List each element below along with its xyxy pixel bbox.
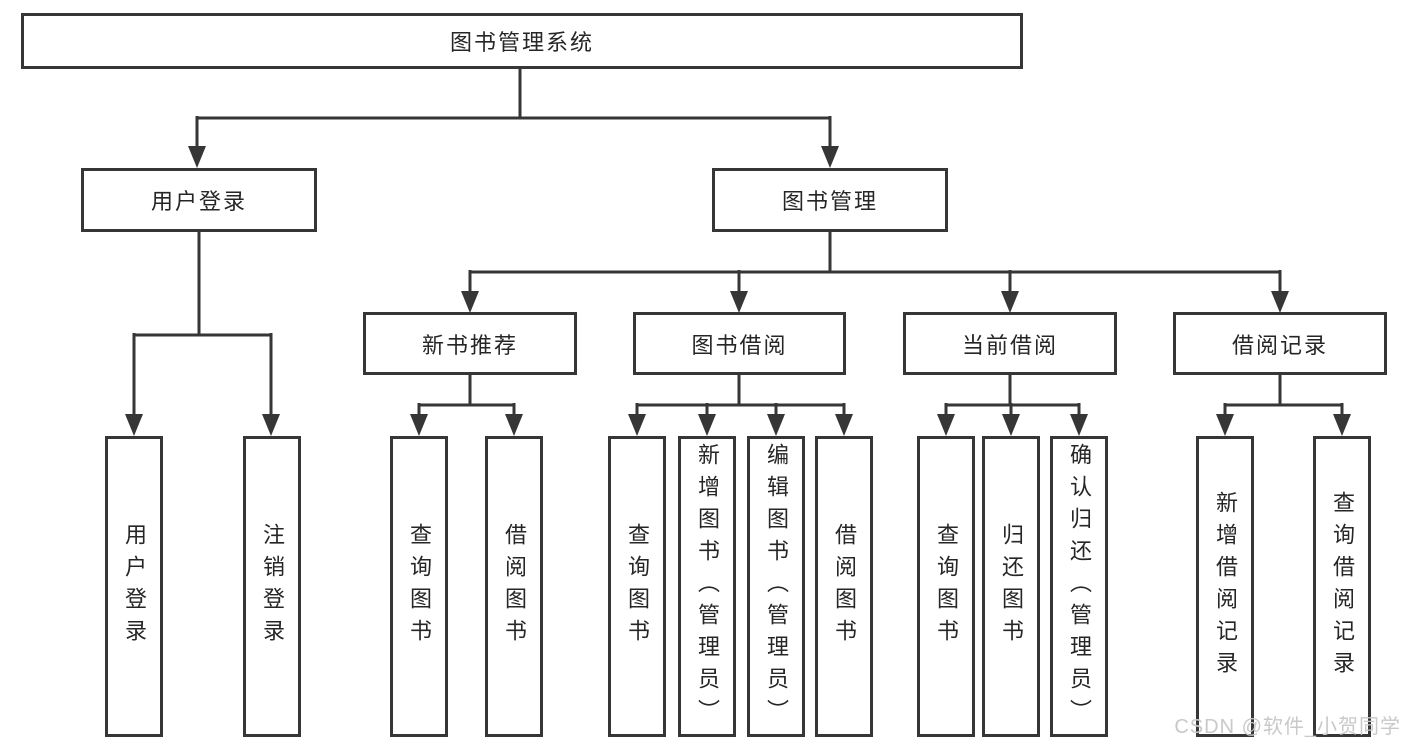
arrowhead: [698, 414, 716, 436]
leaf-add-borrow-record: 新增借阅记录: [1196, 436, 1254, 737]
node-label: 图书管理系统: [449, 30, 594, 55]
arrowhead: [461, 291, 479, 313]
leaf-borrow-books: 借阅图书: [815, 436, 873, 737]
leaf-logout: 注销登录: [243, 436, 301, 737]
arrowhead: [767, 414, 785, 436]
node-label: 用户登录: [150, 189, 247, 214]
arrowhead: [1271, 291, 1289, 313]
leaf-user-login: 用户登录: [105, 436, 163, 737]
node-label: 图书借阅: [691, 332, 788, 358]
node-label: 注销登录: [260, 522, 285, 651]
arrowhead: [937, 414, 955, 436]
arrowhead: [125, 414, 143, 436]
node-label: 归还图书: [999, 522, 1024, 651]
arrowhead: [628, 414, 646, 436]
node-label: 新增图书（管理员）: [695, 442, 720, 731]
leaf-current-query-books: 查询图书: [917, 436, 975, 737]
node-label: 用户登录: [122, 522, 147, 651]
arrowhead: [821, 146, 839, 168]
leaf-recommend-query-books: 查询图书: [390, 436, 448, 737]
arrowhead: [835, 414, 853, 436]
node-borrow-records: 借阅记录: [1173, 312, 1387, 375]
node-book-borrow: 图书借阅: [633, 312, 846, 375]
node-label: 查询图书: [625, 522, 650, 651]
arrowhead: [730, 291, 748, 313]
connector-current-children: [944, 375, 1081, 418]
csdn-watermark: CSDN @软件_小贺同学: [1174, 716, 1401, 738]
node-current-borrow: 当前借阅: [903, 312, 1117, 375]
connector-borrow-children: [635, 375, 846, 418]
leaf-edit-books-admin: 编辑图书（管理员）: [747, 436, 805, 737]
connector-arrowheads: [125, 146, 1351, 436]
node-label: 查询图书: [407, 522, 432, 651]
connector-user-login-children: [132, 232, 273, 418]
leaf-add-books-admin: 新增图书（管理员）: [678, 436, 736, 737]
node-label: 新书推荐: [421, 332, 518, 358]
node-label: 查询借阅记录: [1330, 490, 1355, 683]
connector-root-to-level2: [195, 69, 832, 150]
node-label: 当前借阅: [961, 332, 1058, 358]
arrowhead: [505, 414, 523, 436]
connector-records-children: [1223, 375, 1344, 418]
arrowhead: [1001, 291, 1019, 313]
leaf-borrow-query-books: 查询图书: [608, 436, 666, 737]
node-label: 新增借阅记录: [1213, 490, 1238, 683]
arrowhead: [1333, 414, 1351, 436]
leaf-recommend-borrow-books: 借阅图书: [485, 436, 543, 737]
node-label: 借阅记录: [1231, 332, 1328, 358]
leaf-confirm-return-admin: 确认归还（管理员）: [1050, 436, 1108, 737]
arrowhead: [188, 146, 206, 168]
arrowhead: [1216, 414, 1234, 436]
node-new-book-recommend: 新书推荐: [363, 312, 577, 375]
node-label: 借阅图书: [832, 522, 857, 651]
node-label: 借阅图书: [502, 522, 527, 651]
arrowhead: [262, 414, 280, 436]
node-label: 确认归还（管理员）: [1067, 442, 1092, 731]
leaf-query-borrow-record: 查询借阅记录: [1313, 436, 1371, 737]
arrowhead: [410, 414, 428, 436]
arrowhead: [1070, 414, 1088, 436]
node-book-management-branch: 图书管理: [712, 168, 948, 232]
leaf-return-books: 归还图书: [982, 436, 1040, 737]
node-user-login-branch: 用户登录: [81, 168, 317, 232]
node-library-management-system: 图书管理系统: [21, 13, 1023, 69]
node-label: 查询图书: [934, 522, 959, 651]
connector-book-mgmt-children: [468, 232, 1282, 295]
node-label: 图书管理: [781, 189, 878, 214]
node-label: 编辑图书（管理员）: [764, 442, 789, 731]
connector-recommend-children: [417, 375, 516, 418]
connector-strokes: [132, 69, 1344, 418]
arrowhead: [1002, 414, 1020, 436]
